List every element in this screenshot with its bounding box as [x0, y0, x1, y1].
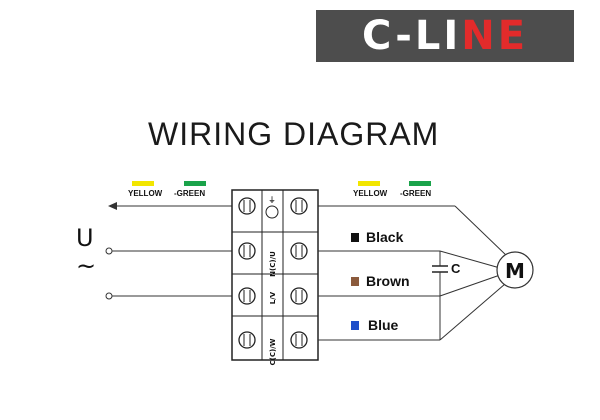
- terminal-marking-1: ⏚: [269, 196, 276, 204]
- brand-logo: C-LINE: [316, 10, 574, 62]
- terminal-marking-3: L/V: [269, 291, 277, 304]
- supply-terminal-1: [105, 247, 113, 255]
- capacitor-label: C: [451, 261, 461, 276]
- ground-right-green-label: -GREEN: [400, 189, 432, 198]
- ground-wire-diagonal: [454, 205, 509, 258]
- green-swatch-left: [184, 181, 206, 186]
- brown-wire-swatch: [351, 277, 359, 286]
- ground-right-yellow-label: YELLOW: [353, 189, 388, 198]
- black-wire-swatch: [351, 233, 359, 242]
- terminal-screws-row-4: [238, 331, 308, 349]
- yellow-swatch-left: [132, 181, 154, 186]
- yellow-swatch-right: [358, 181, 380, 186]
- terminal-screws-ground: [238, 197, 308, 219]
- ground-arrow: [108, 202, 117, 210]
- terminal-screws-row-2: [238, 242, 308, 260]
- blue-wire-label: Blue: [368, 317, 399, 333]
- terminal-marking-4: C(C)/W: [269, 338, 277, 365]
- green-swatch-right: [409, 181, 431, 186]
- ac-symbol: ~: [76, 252, 97, 280]
- terminal-marking-2: N(C)/U: [269, 251, 277, 277]
- brown-wire-label: Brown: [366, 273, 410, 289]
- blue-wire-swatch: [351, 321, 359, 330]
- motor-label: M: [505, 259, 525, 283]
- black-wire-label: Black: [366, 229, 404, 245]
- supply-voltage-label: U: [76, 224, 94, 252]
- brand-logo-text: C-LINE: [361, 13, 529, 59]
- ground-left-yellow-label: YELLOW: [128, 189, 163, 198]
- motor-symbol: [496, 251, 534, 289]
- supply-terminal-2: [105, 292, 113, 300]
- terminal-screws-row-3: [238, 287, 308, 305]
- diagram-title: WIRING DIAGRAM: [148, 116, 440, 152]
- capacitor: [432, 251, 448, 340]
- ground-left-green-label: -GREEN: [174, 189, 206, 198]
